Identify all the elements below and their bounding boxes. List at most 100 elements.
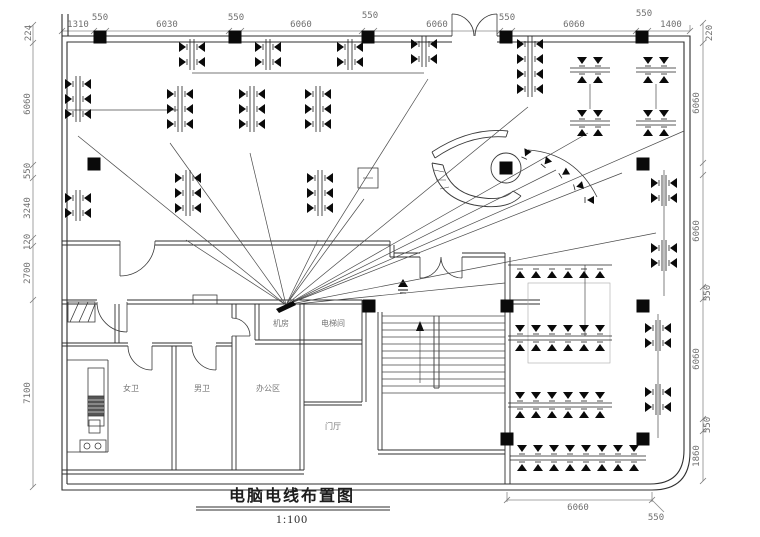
staircase (382, 315, 505, 394)
arc-seat (521, 148, 532, 160)
dimension-label: 120 (23, 234, 33, 250)
structural-column (636, 157, 650, 171)
wiring-line (285, 106, 529, 306)
wiring-line (285, 130, 685, 306)
door-womens-wc (127, 345, 153, 371)
dimension-label: 1860 (692, 445, 702, 467)
structural-column (93, 30, 107, 44)
floor-outlet-symbol (398, 279, 408, 294)
workstation-row-horizontal (510, 445, 646, 471)
reception-arc-partition (527, 149, 598, 198)
workstation-cluster-vertical (65, 190, 91, 221)
dimension-ticks (29, 19, 707, 504)
workstation-row-horizontal (570, 110, 610, 136)
dimension-lines (29, 19, 707, 513)
dimension-label: 550 (648, 513, 664, 523)
workstation-row-horizontal (508, 325, 612, 351)
outer-walls (61, 14, 691, 491)
workstation-cluster-vertical (337, 39, 363, 70)
distribution-point (276, 301, 296, 313)
wiring-layer (68, 72, 685, 438)
dimension-label: 6060 (290, 20, 312, 30)
wiring-line (285, 239, 319, 306)
sink-bowl (94, 442, 102, 450)
dimension-label: 550 (92, 13, 108, 23)
structural-column (500, 432, 514, 446)
wiring-line (285, 132, 589, 306)
structural-column (500, 299, 514, 313)
dimension-label: 6030 (156, 20, 178, 30)
room-label: 办公区 (256, 383, 280, 393)
dimension-label: 220 (705, 25, 715, 41)
workstation-row-horizontal (636, 110, 676, 136)
closet-fixtures (79, 367, 107, 453)
wiring-line (285, 232, 657, 306)
structural-column (361, 30, 375, 44)
workstation-row-horizontal (636, 57, 676, 83)
wiring-line (169, 142, 287, 306)
dimension-label: 6060 (567, 503, 589, 513)
wiring-line (77, 135, 287, 306)
wiring-line (285, 78, 429, 306)
arc-seat (558, 167, 571, 179)
door-hall (119, 240, 156, 277)
title-block: 电脑电线布置图 1:100 (196, 486, 390, 526)
workstation-cluster-vertical (239, 86, 265, 132)
water-dispenser-box (357, 167, 379, 189)
arc-seat (584, 196, 594, 204)
reception-column-circle (490, 152, 522, 184)
workstation-row-horizontal (508, 264, 612, 278)
dimension-label: 550 (228, 13, 244, 23)
room-label: 门厅 (325, 421, 341, 431)
shaft-hatch (67, 301, 96, 323)
structural-column (635, 30, 649, 44)
workstation-cluster-vertical (645, 320, 671, 351)
equipment-boxes (192, 167, 379, 305)
door-office (231, 317, 251, 337)
junction-box (192, 294, 218, 305)
dimension-label-layer: 1310550603055060605506060550606055014002… (23, 9, 715, 523)
workstation-cluster-vertical (645, 384, 671, 415)
workstation-cluster-vertical (411, 36, 437, 67)
dimension-label: 6060 (692, 220, 702, 242)
corridor-double-door (419, 256, 463, 279)
dimension-label: 550 (636, 9, 652, 19)
structural-column (228, 30, 242, 44)
dimension-label: 550 (499, 13, 515, 23)
workstation-row-horizontal (570, 57, 610, 83)
arc-seat (540, 156, 553, 169)
sink-counter (79, 439, 107, 453)
workstation-cluster-vertical (65, 76, 91, 122)
dimension-label: 550 (703, 417, 713, 433)
structural-column (499, 161, 513, 175)
dimension-label: 6060 (426, 20, 448, 30)
dimension-label: 2700 (23, 262, 33, 284)
structural-column (499, 30, 513, 44)
dimension-label: 6060 (563, 20, 585, 30)
zone-outline (527, 282, 611, 364)
door-wc-corridor (96, 301, 128, 333)
workstation-cluster-vertical (651, 240, 677, 271)
dimension-label: 1400 (660, 20, 682, 30)
dimension-label: 6060 (692, 92, 702, 114)
structural-column (362, 299, 376, 313)
workstation-cluster-vertical (175, 170, 201, 216)
structural-column (636, 432, 650, 446)
workstation-cluster-vertical (255, 39, 281, 70)
dimension-label: 550 (23, 163, 33, 179)
sink-bowl (83, 442, 91, 450)
dimension-label: 224 (24, 25, 34, 41)
door-mens-wc (191, 345, 217, 371)
room-label: 女卫 (123, 383, 139, 393)
workstation-layer (65, 36, 677, 471)
workstation-cluster-vertical (167, 86, 193, 132)
room-label: 机房 (273, 318, 289, 328)
interior-walls (62, 240, 540, 484)
doors (96, 13, 498, 371)
dimension-label: 6060 (23, 93, 33, 115)
workstation-cluster-vertical (179, 39, 205, 70)
dimension-label: 7100 (23, 382, 33, 404)
wiring-line (285, 198, 365, 306)
title-underline (196, 506, 390, 511)
